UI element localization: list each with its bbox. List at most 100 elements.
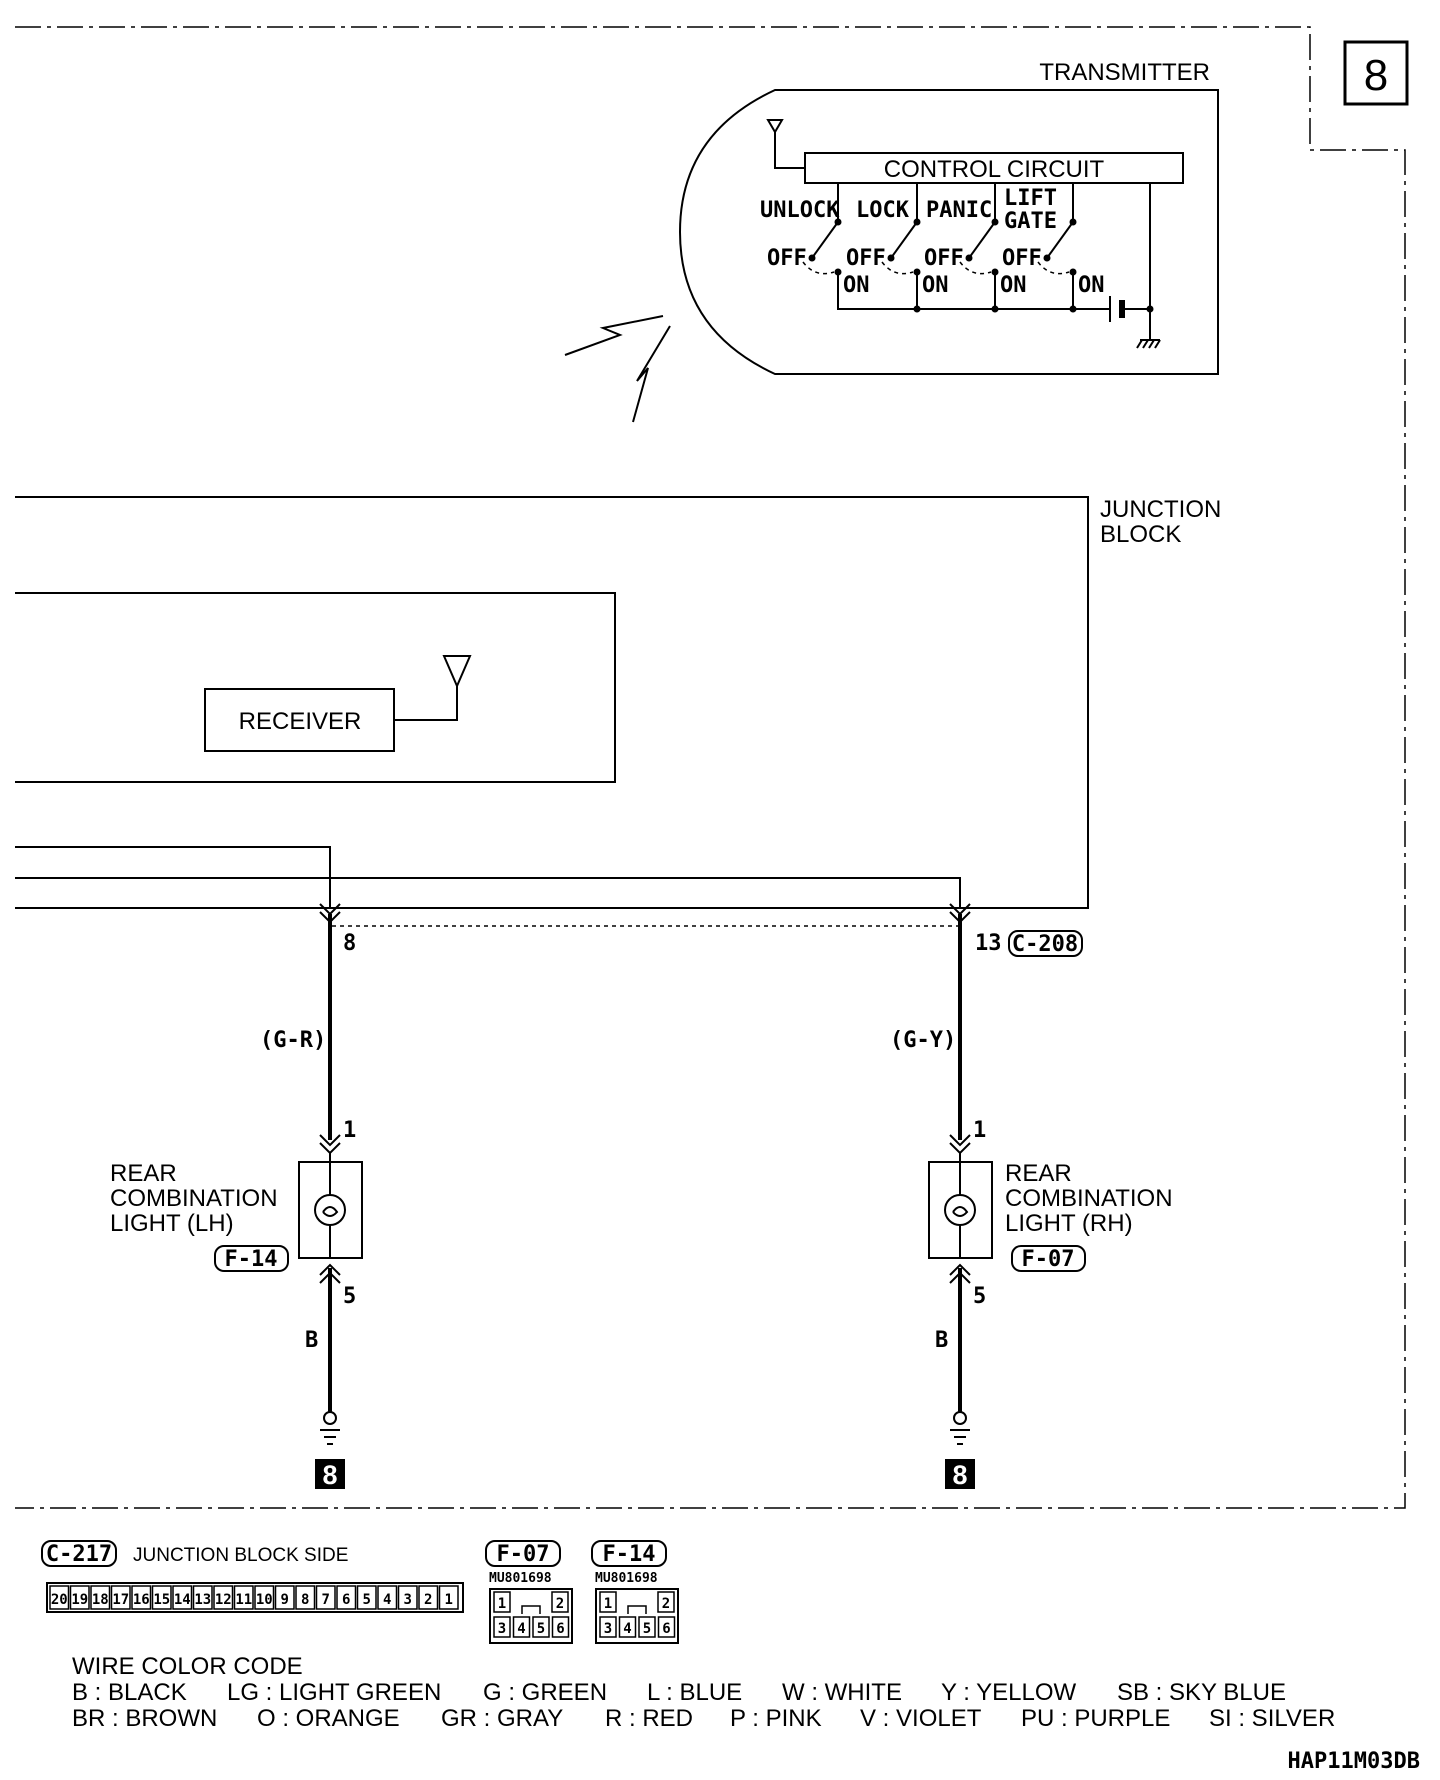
right-bulb-icon bbox=[944, 1194, 976, 1226]
c217-pin-number: 3 bbox=[404, 1592, 412, 1608]
c217-pin-cell bbox=[438, 1585, 459, 1610]
c217-pin-number: 19 bbox=[71, 1592, 88, 1608]
c217-pin-number: 4 bbox=[383, 1592, 391, 1608]
c217-pin-cell bbox=[274, 1585, 295, 1610]
left-circuit: (G-R) 1 REAR COMBINATION LIGHT (LH) F-14… bbox=[110, 914, 363, 1490]
junction-block-title-2: BLOCK bbox=[1100, 521, 1181, 548]
junction-block-title-1: JUNCTION bbox=[1100, 496, 1221, 523]
receiver-label: RECEIVER bbox=[239, 708, 362, 735]
left-light-label-3: LIGHT (LH) bbox=[110, 1210, 234, 1237]
right-terminal-number: 13 bbox=[975, 931, 1002, 956]
c217-pin-number: 2 bbox=[424, 1592, 432, 1608]
left-ground-ref: 8 bbox=[322, 1460, 337, 1490]
c217-pin-cell bbox=[213, 1585, 234, 1610]
rf-signal-icon bbox=[564, 315, 671, 423]
pin-number: 3 bbox=[498, 1621, 506, 1637]
c217-pin-number: 20 bbox=[51, 1592, 68, 1608]
color-code-w: W : WHITE bbox=[782, 1679, 902, 1706]
c217-pin-cell bbox=[69, 1585, 90, 1610]
switch-lock bbox=[881, 183, 921, 276]
right-pin-top: 1 bbox=[973, 1118, 986, 1143]
c217-pin-number: 16 bbox=[133, 1592, 150, 1608]
transmitter: TRANSMITTER CONTROL CIRCUIT UNLOCK LOCK … bbox=[678, 59, 1219, 375]
latch-mark bbox=[521, 1605, 541, 1614]
f07-connector-label: F-07 bbox=[1022, 1247, 1075, 1272]
right-ground-wire-color: B bbox=[935, 1328, 948, 1353]
c217-pin-cell bbox=[233, 1585, 254, 1610]
switch-liftgate-label-2: GATE bbox=[1004, 209, 1057, 234]
c217-pin-cell bbox=[192, 1585, 213, 1610]
left-light-label-1: REAR bbox=[110, 1160, 177, 1187]
c217-pin-number: 18 bbox=[92, 1592, 109, 1608]
c217-label: JUNCTION BLOCK SIDE bbox=[133, 1545, 348, 1566]
latch-mark bbox=[627, 1605, 647, 1614]
c217-pin-cell bbox=[172, 1585, 193, 1610]
left-light-label-2: COMBINATION bbox=[110, 1185, 278, 1212]
ground-icon bbox=[1136, 339, 1161, 349]
figure-code: HAP11M03DB bbox=[1288, 1749, 1420, 1774]
left-pin-top: 1 bbox=[343, 1118, 356, 1143]
pin-cell bbox=[532, 1616, 550, 1638]
left-wire-color: (G-R) bbox=[260, 1028, 326, 1053]
switch-unlock-off: OFF bbox=[767, 246, 807, 271]
c217-id: C-217 bbox=[46, 1542, 112, 1567]
switch-liftgate bbox=[1037, 183, 1077, 276]
color-code-lg: LG : LIGHT GREEN bbox=[227, 1679, 441, 1706]
switch-unlock bbox=[802, 183, 842, 276]
pin-number: 6 bbox=[556, 1621, 564, 1637]
c217-pin-cell bbox=[377, 1585, 398, 1610]
pin-cell bbox=[638, 1616, 656, 1638]
c217-pin-number: 7 bbox=[322, 1592, 330, 1608]
f14-id: F-14 bbox=[603, 1542, 656, 1567]
c217-pin-number: 8 bbox=[301, 1592, 309, 1608]
switch-lock-on: ON bbox=[922, 273, 949, 298]
wire-color-code-legend: WIRE COLOR CODE B : BLACK LG : LIGHT GRE… bbox=[72, 1653, 1335, 1732]
c217-pin-cell bbox=[397, 1585, 418, 1610]
pin-number: 4 bbox=[623, 1621, 631, 1637]
left-pin-bottom: 5 bbox=[343, 1284, 356, 1309]
switch-lock-off: OFF bbox=[846, 246, 886, 271]
color-code-br: BR : BROWN bbox=[72, 1705, 217, 1732]
battery-icon bbox=[1109, 296, 1125, 322]
diagram-boundary bbox=[15, 26, 1406, 1509]
pin-cell bbox=[657, 1591, 675, 1613]
color-code-o: O : ORANGE bbox=[257, 1705, 400, 1732]
transmitter-title: TRANSMITTER bbox=[1039, 59, 1210, 86]
switch-liftgate-off: OFF bbox=[1002, 246, 1042, 271]
c217-pin-cell bbox=[295, 1585, 316, 1610]
pin-number: 2 bbox=[662, 1596, 670, 1612]
color-code-sb: SB : SKY BLUE bbox=[1117, 1679, 1286, 1706]
c217-pin-number: 1 bbox=[445, 1592, 453, 1608]
pin-cell bbox=[493, 1591, 511, 1613]
color-code-v: V : VIOLET bbox=[860, 1705, 982, 1732]
right-pin-bottom: 5 bbox=[973, 1284, 986, 1309]
color-code-r: R : RED bbox=[605, 1705, 693, 1732]
switch-panic bbox=[959, 183, 999, 276]
pin-cell bbox=[551, 1591, 569, 1613]
c217-pin-number: 10 bbox=[256, 1592, 273, 1608]
pin-cell bbox=[599, 1591, 617, 1613]
junction-block: JUNCTION BLOCK RECEIVER bbox=[15, 496, 1221, 909]
f07-part: MU801698 bbox=[489, 1571, 552, 1586]
pin-number: 2 bbox=[556, 1596, 564, 1612]
c217-pin-cell bbox=[418, 1585, 439, 1610]
switch-liftgate-on: ON bbox=[1078, 273, 1105, 298]
right-light-label-1: REAR bbox=[1005, 1160, 1072, 1187]
control-circuit-label: CONTROL CIRCUIT bbox=[884, 156, 1105, 183]
c217-pin-number: 6 bbox=[342, 1592, 350, 1608]
pin-number: 6 bbox=[662, 1621, 670, 1637]
pin-number: 5 bbox=[537, 1621, 545, 1637]
left-ground-wire-color: B bbox=[305, 1328, 318, 1353]
color-code-g: G : GREEN bbox=[483, 1679, 607, 1706]
c217-pin-number: 17 bbox=[112, 1592, 129, 1608]
switch-unlock-on: ON bbox=[843, 273, 870, 298]
c217-pin-cell bbox=[254, 1585, 275, 1610]
switch-panic-off: OFF bbox=[924, 246, 964, 271]
